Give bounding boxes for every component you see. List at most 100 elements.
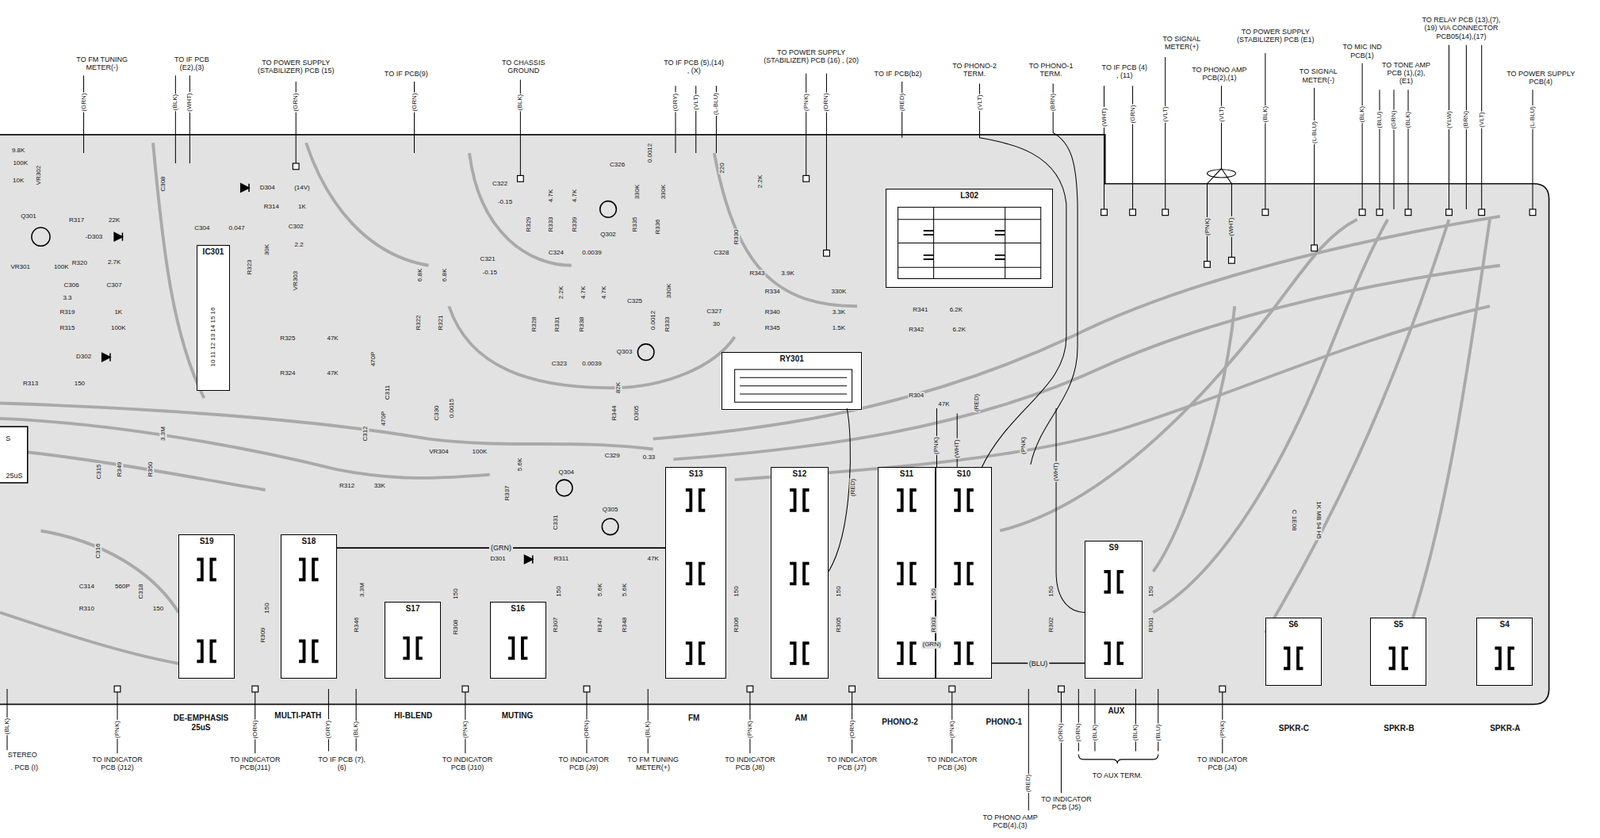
component-value: R350 — [147, 460, 155, 478]
switch-box: S19 — [178, 534, 235, 678]
component-value: 0.0012 — [649, 310, 657, 331]
switch-box: S13 — [665, 466, 727, 678]
wire — [1408, 89, 1409, 210]
switch-box: S16 — [489, 601, 547, 679]
pad — [1219, 685, 1226, 693]
component-value: C307 — [106, 282, 123, 290]
component-value: 0.0039 — [581, 360, 602, 368]
component-value: R323 — [246, 259, 254, 276]
component-value: C306 — [63, 282, 81, 290]
switch-contact — [685, 563, 705, 585]
switch-body — [1476, 617, 1533, 686]
component-value: C330 — [432, 405, 441, 422]
wire-color-label: (BLK) — [1404, 110, 1412, 128]
component-value: R305 — [834, 616, 843, 633]
connection-label: (RED) — [1025, 773, 1033, 793]
wire-bundle — [1207, 169, 1237, 178]
hookup-wires — [7, 45, 1533, 812]
component-value: VR301 — [10, 264, 31, 272]
wire-color-label: (L-BLU) — [1310, 120, 1318, 145]
wire-color-label: (BLU) — [1027, 658, 1050, 667]
connection-label: SPKR-A — [1488, 723, 1521, 734]
switch-box: S17 — [384, 601, 441, 679]
trace — [0, 448, 266, 490]
switch-body — [1370, 617, 1427, 686]
component-value: 150 — [733, 585, 741, 598]
switch-body — [280, 535, 337, 680]
connection-label: (PNK) — [1218, 719, 1226, 739]
destination-label: TO POWER SUPPLY (STABILIZER) PCB (15) — [246, 57, 345, 75]
component-value: R348 — [620, 616, 628, 633]
component-value: 33K — [373, 482, 387, 490]
component-value: C312 — [361, 424, 369, 442]
component-value: 150 — [264, 601, 272, 614]
component-value: C304 — [193, 225, 211, 233]
wire — [1135, 688, 1137, 752]
component-value: 2.2K — [756, 174, 764, 189]
wire-color-label: (WHT) — [953, 438, 961, 460]
connection-label: TO INDICATOR PCB (J6) — [922, 754, 981, 772]
component-value: R314 — [263, 203, 280, 211]
wire — [1030, 84, 1078, 465]
switch-box: S5 — [1370, 617, 1427, 686]
component-value: R301 — [1147, 616, 1155, 633]
connection-label: DE-EMPHASIS 25uS — [164, 713, 238, 732]
wire — [979, 84, 1067, 468]
coil-body — [885, 188, 1053, 288]
component-value: R334 — [764, 287, 781, 295]
switch-body — [384, 602, 441, 680]
switch-body — [935, 467, 992, 680]
part-reference: S12 — [790, 469, 808, 479]
component-box: RY301 — [721, 352, 863, 410]
component-value: -D303 — [84, 233, 104, 241]
switch-contact — [789, 563, 809, 585]
pad — [252, 685, 259, 693]
connection-label: (PNK) — [746, 719, 754, 739]
component-value: 47K — [646, 555, 660, 563]
switch-contact — [896, 643, 916, 664]
connection-label: (ORN) — [848, 719, 856, 740]
wire-color-label: (GRY) — [671, 91, 679, 112]
switch-contact — [953, 563, 973, 585]
connection-label: (PNK) — [948, 719, 956, 739]
switch-body — [489, 602, 547, 680]
component-value: R344 — [610, 405, 618, 422]
switch-body — [770, 467, 829, 680]
switch-contact — [1494, 648, 1514, 670]
switch-contact — [298, 559, 318, 581]
connection-label: (ORN) — [582, 719, 590, 740]
component-value: R324 — [279, 369, 296, 377]
destination-label: TO IF PCB (4) , (11) — [1100, 63, 1149, 81]
component-value: R304 — [907, 392, 925, 400]
component-value: R333 — [663, 316, 671, 334]
connection-label: . PCB (I) — [10, 763, 40, 772]
pad — [1478, 209, 1486, 216]
component-value: 4.7K — [547, 188, 555, 203]
component-value: C322 — [491, 179, 509, 188]
connection-label: (BLK) — [644, 720, 652, 739]
component-value: R306 — [733, 616, 741, 633]
component-value: C318 — [137, 583, 145, 601]
component-value: R328 — [531, 316, 539, 334]
component-value: R349 — [115, 460, 123, 478]
component-value: R346 — [353, 616, 361, 633]
wire — [1313, 88, 1315, 245]
destination-label: TO SIGNAL METER(+) — [1150, 34, 1214, 52]
component-value: R331 — [553, 316, 561, 334]
switch-box: S4 — [1476, 617, 1533, 686]
pad — [823, 249, 831, 257]
component-value: 30K — [264, 243, 272, 257]
wire-color-label: (WHT) — [186, 91, 194, 113]
wire-color-label: (BLU) — [1375, 110, 1383, 129]
component-value: 9.8K — [11, 147, 26, 155]
semiconductors — [31, 183, 655, 564]
component-value: R345 — [764, 325, 781, 333]
wire — [189, 75, 191, 164]
component-value: R312 — [338, 482, 356, 490]
part-reference: S10 — [955, 469, 973, 479]
pad — [1129, 209, 1137, 216]
wire-color-label: (BLK) — [1358, 105, 1367, 123]
part-reference: S19 — [198, 536, 216, 547]
connection-label: STEREO — [7, 750, 39, 759]
switch-contact — [402, 638, 422, 659]
